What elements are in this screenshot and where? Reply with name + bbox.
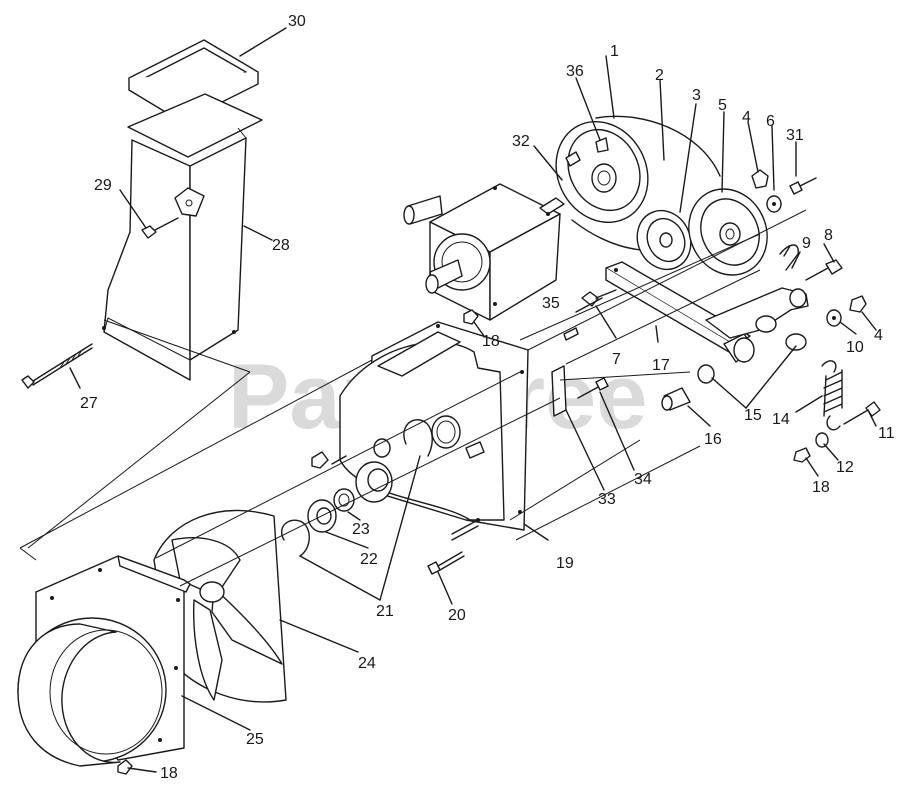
- bearing-23-stack: [307, 488, 355, 533]
- chute-deflector: [128, 39, 259, 123]
- callout-1: 1: [610, 43, 619, 60]
- long-bolt-27: [21, 343, 93, 389]
- callout-30: 30: [288, 13, 306, 30]
- pins-7-35: [563, 289, 617, 341]
- callout-27: 27: [80, 395, 98, 412]
- callout-29: 29: [94, 177, 112, 194]
- spring-14: [821, 360, 843, 431]
- callout-14: 14: [772, 411, 790, 428]
- alignment-lines: [19, 209, 807, 587]
- housing-hardware: [311, 309, 479, 541]
- callout-10: 10: [846, 339, 864, 356]
- callout-17: 17: [652, 357, 670, 374]
- callout-25: 25: [246, 731, 264, 748]
- inlet-housing-25: [17, 555, 191, 775]
- callout-7: 7: [612, 351, 621, 368]
- idler-pulley-5: [688, 188, 768, 276]
- bearing-22: [355, 461, 393, 503]
- callout-12: 12: [836, 459, 854, 476]
- callout-36: 36: [566, 63, 584, 80]
- callout-8: 8: [824, 227, 833, 244]
- callout-labels: 30 1 36 2 3 5 4 6 31 32 29 28 27 18 9 8 …: [80, 13, 895, 782]
- callout-31: 31: [786, 127, 804, 144]
- snap-rings-21: [281, 419, 433, 557]
- gearbox: [403, 183, 565, 321]
- callout-2: 2: [655, 67, 664, 84]
- callout-32: 32: [512, 133, 530, 150]
- callout-20: 20: [448, 607, 466, 624]
- callout-16: 16: [704, 431, 722, 448]
- callout-9: 9: [802, 235, 811, 252]
- callout-3: 3: [692, 87, 701, 104]
- chute-bolt-29: [141, 217, 179, 239]
- callout-33: 33: [598, 491, 616, 508]
- callout-4-right: 4: [874, 327, 883, 344]
- callout-19: 19: [556, 555, 574, 572]
- callout-11: 11: [878, 425, 895, 442]
- discharge-chute: [102, 93, 263, 381]
- callout-35: 35: [542, 295, 560, 312]
- pin-9-bolt-8: [779, 244, 843, 281]
- hardware-11-12-18: [793, 401, 881, 463]
- bolt-20: [427, 551, 465, 575]
- callout-34: 34: [634, 471, 652, 488]
- callout-24: 24: [358, 655, 376, 672]
- bushings-15-16: [661, 333, 807, 411]
- callout-22: 22: [360, 551, 378, 568]
- callout-21: 21: [376, 603, 394, 620]
- callout-6: 6: [766, 113, 775, 130]
- hardware-4-6-31: [751, 169, 817, 213]
- callout-18-right: 18: [812, 479, 830, 496]
- callout-18-housing: 18: [482, 333, 500, 350]
- callout-23: 23: [352, 521, 370, 538]
- small-pulley-3: [636, 209, 692, 271]
- leader-lines: [69, 27, 877, 773]
- callout-28: 28: [272, 237, 290, 254]
- callout-15: 15: [744, 407, 762, 424]
- callout-5: 5: [718, 97, 727, 114]
- main-pulley-1: [555, 120, 649, 224]
- callout-18-bottom: 18: [160, 765, 178, 782]
- callout-4-top: 4: [742, 109, 751, 126]
- hardware-10-4: [826, 295, 867, 327]
- idler-bracket: [705, 287, 809, 339]
